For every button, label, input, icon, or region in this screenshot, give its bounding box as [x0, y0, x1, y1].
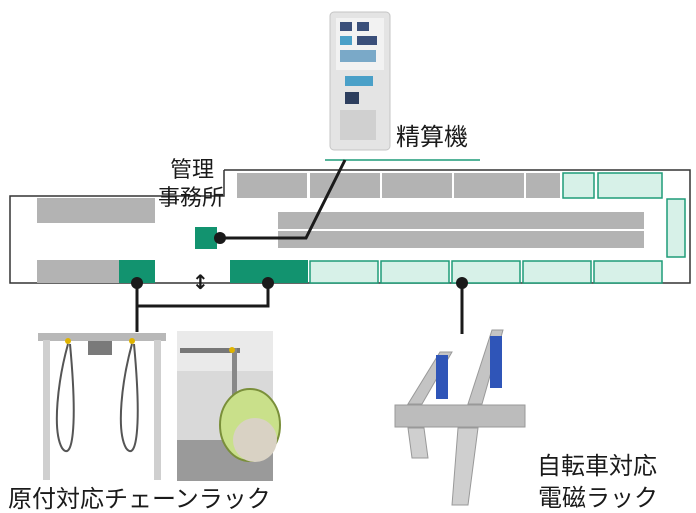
slot-gray — [37, 260, 119, 283]
slot-gray — [278, 231, 644, 248]
slot-gray — [37, 198, 155, 223]
slot-magnet-rack — [593, 260, 663, 284]
entrance-arrow-icon: ↕ — [192, 270, 209, 294]
leader-dot — [131, 277, 143, 289]
chain-rack-photo — [38, 333, 166, 480]
slot-chain-rack — [119, 260, 155, 283]
slot-gray — [454, 173, 524, 198]
leader-line-payment — [220, 159, 347, 240]
slot-magnet-rack — [522, 260, 592, 284]
slot-gray — [278, 212, 644, 229]
office-label-line2: 事務所 — [158, 186, 225, 211]
office-label-line1: 管理 — [170, 158, 215, 183]
payment-machine-marker — [195, 227, 217, 249]
slot-gray — [310, 173, 380, 198]
magnet-rack-label-line1: 自転車対応 — [537, 452, 657, 480]
chain-rack-in-use-photo — [177, 331, 281, 481]
slot-chain-rack — [230, 260, 308, 283]
slot-gray — [526, 173, 560, 198]
slot-gray — [382, 173, 452, 198]
slot-gray — [237, 173, 307, 198]
payment-machine-photo — [329, 11, 391, 151]
payment-machine-label: 精算機 — [396, 123, 468, 151]
leader-dot — [214, 232, 226, 244]
slot-magnet-rack — [666, 198, 686, 258]
slot-magnet-rack — [309, 260, 379, 284]
slot-magnet-rack — [562, 172, 595, 199]
magnet-rack-label-line2: 電磁ラック — [538, 484, 658, 512]
magnet-rack-photo — [394, 329, 526, 506]
leader-line-chain-rack — [135, 283, 270, 308]
slot-magnet-rack — [451, 260, 521, 284]
slot-magnet-rack — [380, 260, 450, 284]
leader-dot — [262, 277, 274, 289]
leader-dot — [456, 277, 468, 289]
slot-magnet-rack — [597, 172, 663, 199]
chain-rack-label: 原付対応チェーンラック — [8, 485, 271, 513]
